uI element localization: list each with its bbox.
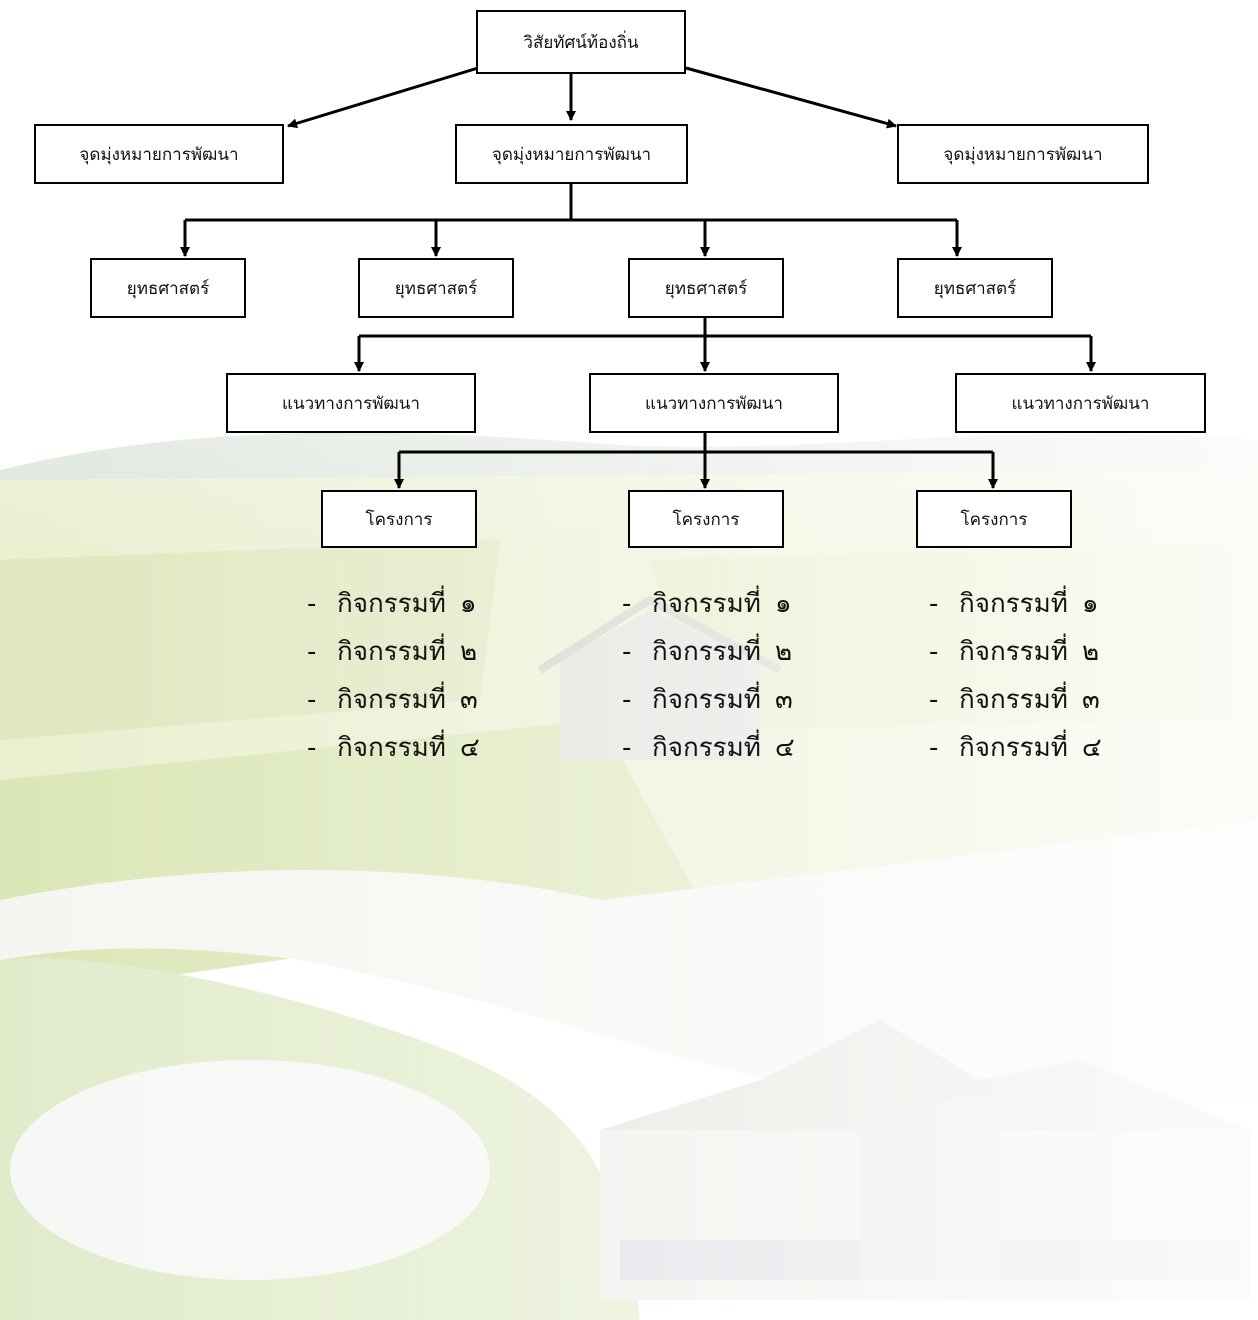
guideline-node-2: แนวทางการพัฒนา xyxy=(589,373,839,433)
activity-item: -กิจกรรมที่๒ xyxy=(622,637,793,667)
guideline-node-1: แนวทางการพัฒนา xyxy=(226,373,476,433)
activity-item: -กิจกรรมที่๑ xyxy=(622,589,792,619)
activity-item: -กิจกรรมที่๓ xyxy=(307,685,478,715)
strategy-node-2: ยุทธศาสตร์ xyxy=(358,258,514,318)
vision-node: วิสัยทัศน์ท้องถิ่น xyxy=(476,10,686,74)
strategy-node-3: ยุทธศาสตร์ xyxy=(628,258,784,318)
edge-vision-goal-1 xyxy=(287,66,479,129)
project-node-2: โครงการ xyxy=(628,490,784,548)
activity-item: -กิจกรรมที่๑ xyxy=(929,589,1099,619)
guideline-node-3: แนวทางการพัฒนา xyxy=(955,373,1206,433)
activity-item: -กิจกรรมที่๓ xyxy=(929,685,1100,715)
activity-item: -กิจกรรมที่๓ xyxy=(622,685,793,715)
activity-list-1: -กิจกรรมที่๑ -กิจกรรมที่๒ -กิจกรรมที่๓ -… xyxy=(307,580,480,772)
goal-node-1: จุดมุ่งหมายการพัฒนา xyxy=(34,124,284,184)
activity-item: -กิจกรรมที่๔ xyxy=(622,733,795,763)
goal-node-3: จุดมุ่งหมายการพัฒนา xyxy=(897,124,1149,184)
activity-item: -กิจกรรมที่๑ xyxy=(307,589,477,619)
project-node-3: โครงการ xyxy=(916,490,1072,548)
strategy-node-4: ยุทธศาสตร์ xyxy=(897,258,1053,318)
goal-node-2: จุดมุ่งหมายการพัฒนา xyxy=(455,124,688,184)
activity-item: -กิจกรรมที่๒ xyxy=(929,637,1100,667)
edge-vision-goal-3 xyxy=(685,66,897,129)
project-node-1: โครงการ xyxy=(321,490,477,548)
activity-item: -กิจกรรมที่๒ xyxy=(307,637,478,667)
activity-item: -กิจกรรมที่๔ xyxy=(307,733,480,763)
activity-list-3: -กิจกรรมที่๑ -กิจกรรมที่๒ -กิจกรรมที่๓ -… xyxy=(929,580,1102,772)
strategy-node-1: ยุทธศาสตร์ xyxy=(90,258,246,318)
activity-list-2: -กิจกรรมที่๑ -กิจกรรมที่๒ -กิจกรรมที่๓ -… xyxy=(622,580,795,772)
activity-item: -กิจกรรมที่๔ xyxy=(929,733,1102,763)
